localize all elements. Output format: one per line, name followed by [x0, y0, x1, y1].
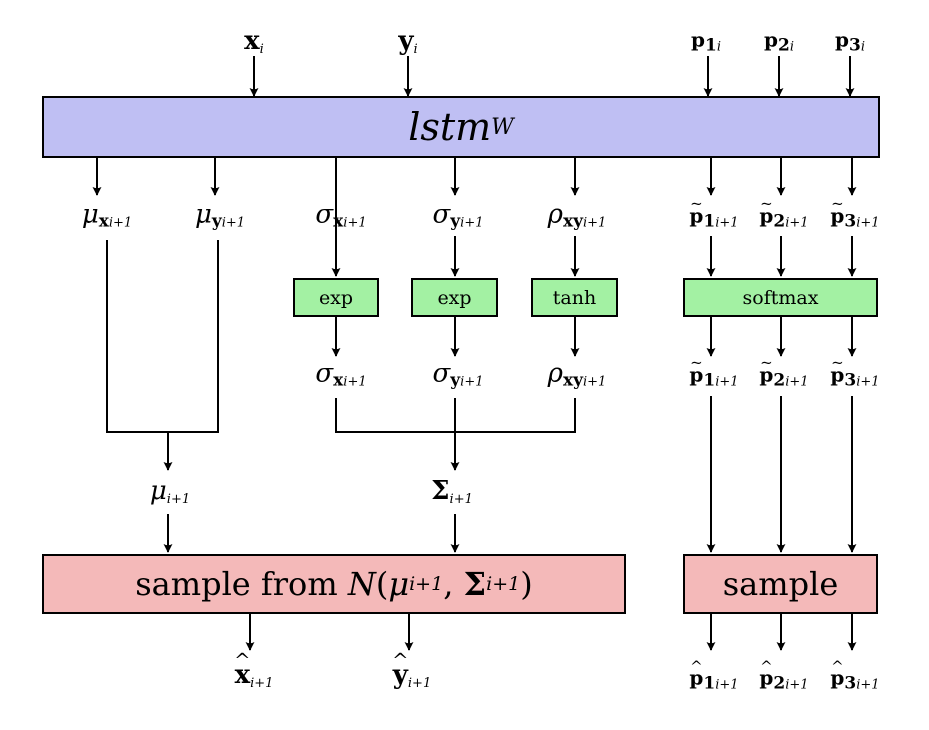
output-x-label: xi+1 [235, 662, 274, 690]
sigma-x-raw-label: σxi+1 [315, 199, 367, 232]
output-p1-label: p1i+1 [689, 667, 738, 692]
p3-raw-label: p3i+1 [830, 205, 879, 230]
sigma-x-label: σxi+1 [315, 358, 367, 391]
output-y-label: yi+1 [393, 662, 431, 690]
lstm-subscript: W [491, 114, 514, 140]
mu-label: μi+1 [149, 475, 191, 508]
p1-raw-label: p1i+1 [689, 205, 738, 230]
p2-raw-label: p2i+1 [759, 205, 808, 230]
pen-sampler-box: sample [683, 554, 878, 614]
sampler-prefix: sample from [135, 565, 348, 603]
rho-raw-label: ρxyi+1 [547, 199, 607, 232]
output-p2-label: p2i+1 [759, 667, 808, 692]
sigma-y-label: σyi+1 [432, 358, 484, 391]
p1-softmax-label: p1i+1 [689, 364, 738, 389]
input-y-label: yi [398, 25, 418, 58]
output-p3-label: p3i+1 [830, 667, 879, 692]
input-p3-label: p3i [835, 27, 865, 56]
normal-dist-symbol: N [347, 565, 376, 603]
tanh-box: tanh [531, 278, 618, 317]
rho-label: ρxyi+1 [547, 358, 607, 391]
exp-x-box: exp [293, 278, 379, 317]
input-x-label: xi [244, 25, 264, 58]
mu-y-label: μyi+1 [194, 199, 246, 232]
mu-merge-line [106, 240, 219, 433]
p3-softmax-label: p3i+1 [830, 364, 879, 389]
sigma-matrix-label: Σi+1 [431, 475, 473, 508]
input-p2-label: p2i [764, 27, 794, 56]
lstm-label: lstm [408, 105, 492, 149]
p2-softmax-label: p2i+1 [759, 364, 808, 389]
sigma-y-raw-label: σyi+1 [432, 199, 484, 232]
exp-y-box: exp [411, 278, 498, 317]
softmax-box: softmax [683, 278, 878, 317]
mu-x-label: μxi+1 [81, 199, 133, 232]
input-p1-label: p1i [691, 27, 721, 56]
